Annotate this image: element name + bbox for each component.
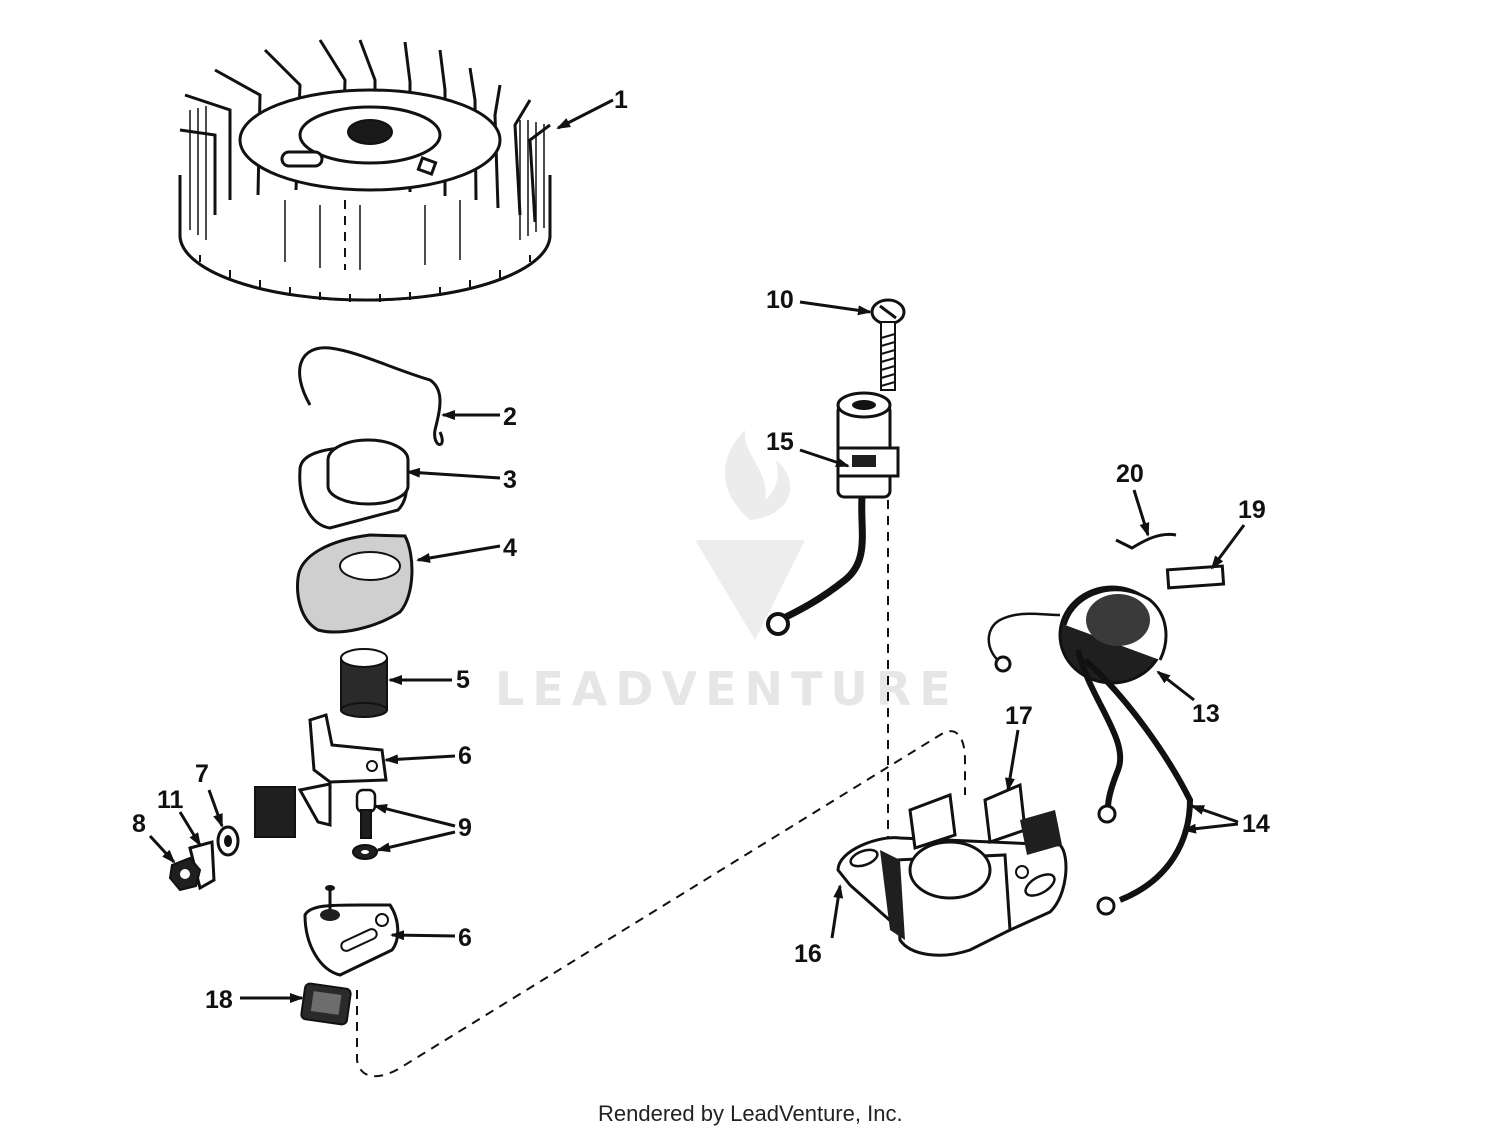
callout-14: 14 [1242,810,1270,838]
leadventure-watermark: LEADVENTURE [495,430,959,716]
arrow-8 [148,834,176,864]
callout-17: 17 [1005,702,1033,730]
arrow-15 [799,448,850,468]
plate-19-part [1165,564,1226,590]
watermark-text: LEADVENTURE [495,662,959,716]
assembly-dashed-line [356,730,966,1078]
gasket-part [296,533,414,634]
felt-pad-18-part [300,982,352,1026]
arrow-6b [390,930,456,941]
callout-20: 20 [1116,460,1144,488]
v-logo-icon [695,540,805,640]
screw-10-part [870,298,906,391]
callout-4: 4 [503,534,517,562]
arrow-14b [1182,822,1239,834]
callout-13: 13 [1192,700,1220,728]
arrow-13 [1156,670,1195,702]
flywheel-part [178,39,552,302]
arrow-14a [1190,804,1239,824]
arrow-11 [178,811,202,847]
arrow-7 [207,789,224,828]
cover-part [298,438,410,530]
callout-9: 9 [458,814,472,842]
base-bracket-part [836,782,1068,957]
arrow-3 [406,467,501,480]
callout-10: 10 [766,286,794,314]
arrow-9a [373,804,456,828]
clip-20-part [1115,532,1177,550]
mounting-plate-part [303,885,400,977]
arrow-17 [1005,729,1020,792]
arrow-1 [556,98,614,130]
callout-6b: 6 [458,924,472,952]
callout-16: 16 [794,940,822,968]
callout-3: 3 [503,466,517,494]
callout-2: 2 [503,403,517,431]
arrow-4 [416,544,501,563]
callout-labels: 1 2 3 4 5 6 7 11 8 9 6 18 10 15 20 19 13… [132,86,1270,1014]
callout-6a: 6 [458,742,472,770]
callout-11: 11 [157,786,184,814]
callout-7: 7 [195,760,209,788]
arrow-9b [376,830,456,853]
nut-8-part [168,856,202,892]
callout-18: 18 [205,986,233,1014]
callout-arrows [148,98,1246,1003]
condenser-part [766,391,900,636]
flame-logo-icon [725,430,791,520]
spring-clip-part [298,346,444,446]
bushing-part [340,648,388,718]
coil-part [987,585,1168,685]
breaker-arm-part [254,713,388,838]
footer-credit: Rendered by LeadVenture, Inc. [598,1101,903,1126]
callout-1: 1 [614,86,628,114]
arrow-20 [1132,489,1150,537]
washer-7-hole [224,835,232,847]
callout-5: 5 [456,666,470,694]
callout-15: 15 [766,428,794,456]
screw-9-part [352,788,378,860]
arrow-19 [1210,524,1246,570]
arrow-10 [799,300,872,316]
leads-14-part [1075,649,1194,916]
callout-8: 8 [132,810,146,838]
callout-19: 19 [1238,496,1266,524]
arrow-6a [384,754,456,765]
arrow-16 [830,884,844,939]
